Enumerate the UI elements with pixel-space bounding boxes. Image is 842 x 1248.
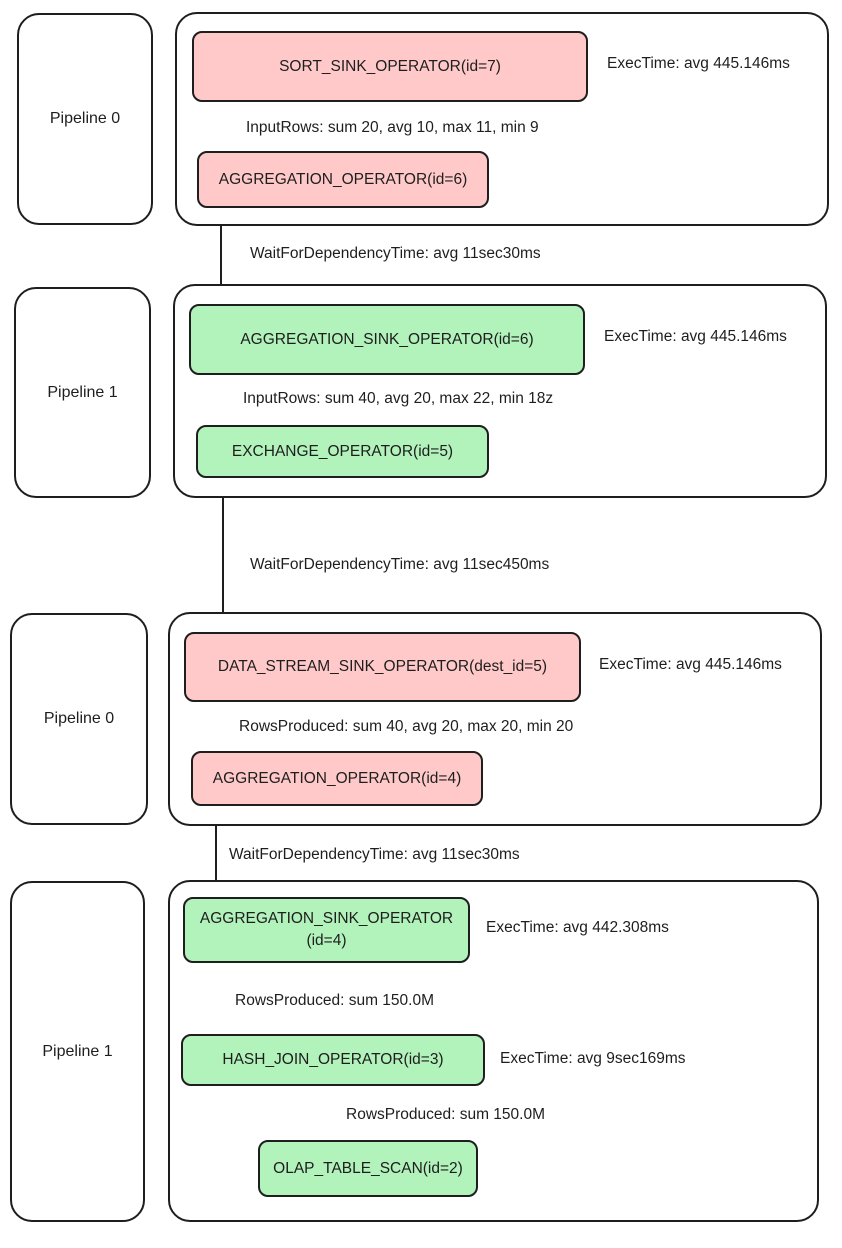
operator-node: OLAP_TABLE_SCAN(id=2) — [258, 1140, 478, 1197]
operator-node: HASH_JOIN_OPERATOR(id=3) — [181, 1034, 485, 1086]
operator-node: AGGREGATION_SINK_OPERATOR(id=6) — [189, 304, 585, 375]
operator-label: SORT_SINK_OPERATOR(id=7) — [279, 57, 501, 75]
exec-time-label: ExecTime: avg 442.308ms — [486, 919, 669, 936]
pipeline-label-box: Pipeline 1 — [14, 287, 151, 498]
operator-label: AGGREGATION_SINK_OPERATOR(id=6) — [240, 330, 534, 348]
exec-time-label: ExecTime: avg 9sec169ms — [500, 1050, 686, 1067]
operator-node: AGGREGATION_OPERATOR(id=4) — [191, 751, 483, 806]
pipeline-label-box: Pipeline 1 — [10, 881, 145, 1222]
edge-label: RowsProduced: sum 150.0M — [235, 992, 435, 1009]
operator-label: AGGREGATION_SINK_OPERATOR (id=4) — [199, 910, 454, 949]
edge-label: InputRows: sum 20, avg 10, max 11, min 9 — [246, 119, 539, 136]
exec-time-label: ExecTime: avg 445.146ms — [604, 328, 787, 345]
operator-label: AGGREGATION_OPERATOR(id=6) — [218, 170, 468, 188]
pipeline-label: Pipeline 1 — [47, 383, 118, 401]
wait-time-label: WaitForDependencyTime: avg 11sec450ms — [250, 556, 550, 573]
operator-label: EXCHANGE_OPERATOR(id=5) — [231, 442, 454, 460]
wait-time-label: WaitForDependencyTime: avg 11sec30ms — [229, 846, 520, 863]
operator-node: SORT_SINK_OPERATOR(id=7) — [192, 31, 588, 102]
exec-time-label: ExecTime: avg 445.146ms — [607, 55, 790, 72]
operator-node: DATA_STREAM_SINK_OPERATOR(dest_id=5) — [184, 632, 581, 702]
operator-label: DATA_STREAM_SINK_OPERATOR(dest_id=5) — [217, 658, 548, 675]
pipeline-label: Pipeline 0 — [43, 710, 115, 727]
edge-label: RowsProduced: sum 40, avg 20, max 20, mi… — [239, 718, 574, 735]
operator-node: AGGREGATION_OPERATOR(id=6) — [197, 151, 489, 208]
edge-label: InputRows: sum 40, avg 20, max 22, min 1… — [243, 390, 554, 407]
pipeline-label-box: Pipeline 0 — [10, 613, 148, 825]
pipeline-label: Pipeline 1 — [42, 1042, 113, 1060]
operator-label: HASH_JOIN_OPERATOR(id=3) — [222, 1051, 444, 1068]
edge-label: RowsProduced: sum 150.0M — [346, 1106, 546, 1123]
wait-time-label: WaitForDependencyTime: avg 11sec30ms — [250, 245, 541, 262]
exec-time-label: ExecTime: avg 445.146ms — [599, 656, 782, 673]
operator-label: AGGREGATION_OPERATOR(id=4) — [212, 769, 462, 787]
pipeline-label-box: Pipeline 0 — [17, 13, 153, 225]
operator-label: OLAP_TABLE_SCAN(id=2) — [273, 1159, 463, 1177]
operator-node: EXCHANGE_OPERATOR(id=5) — [196, 425, 489, 478]
pipeline-label: Pipeline 0 — [49, 110, 121, 127]
operator-node: AGGREGATION_SINK_OPERATOR (id=4) — [183, 897, 470, 963]
